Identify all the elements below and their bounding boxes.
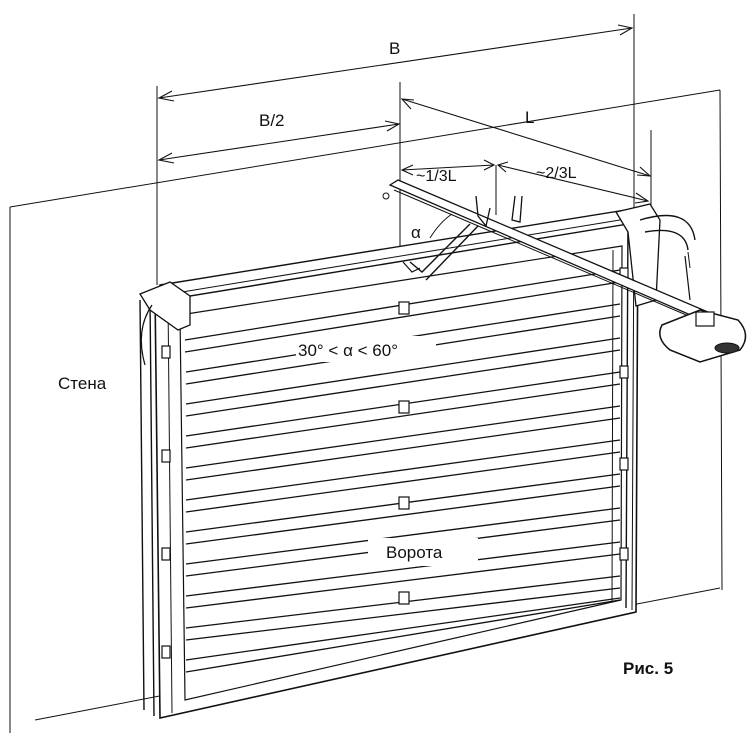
garage-door: [139, 203, 696, 719]
label-b: B: [389, 39, 400, 58]
extension-lines: [156, 14, 652, 285]
label-gate: Ворота: [386, 543, 443, 562]
figure-caption: Рис. 5: [623, 659, 673, 678]
label-alpha: α: [411, 223, 421, 242]
label-l: L: [525, 108, 534, 127]
door-hinges: [161, 267, 629, 659]
label-angle-range: 30° < α < 60°: [298, 341, 398, 360]
label-b-half: B/2: [259, 111, 285, 130]
label-two-thirds-l: ~2/3L: [536, 165, 577, 182]
label-third-l: ~1/3L: [416, 168, 457, 185]
opener-motor: [659, 309, 747, 363]
label-wall: Стена: [58, 374, 107, 393]
dimension-lines: [157, 24, 652, 204]
